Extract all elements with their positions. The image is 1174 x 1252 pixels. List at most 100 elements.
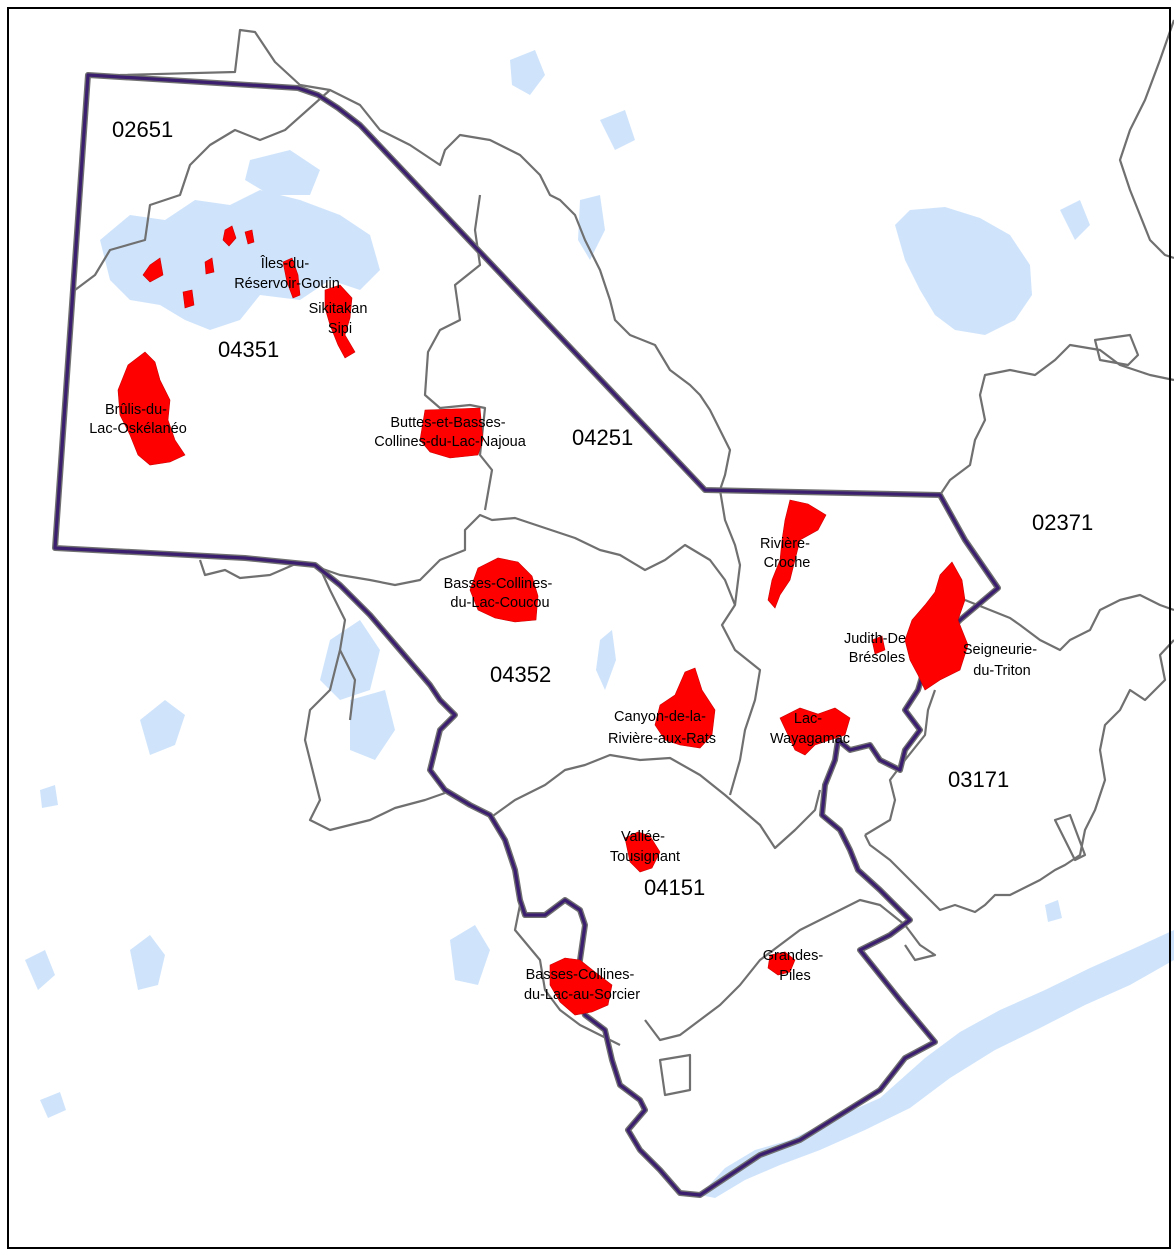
label-judith-line-1: Judith-De: [844, 631, 906, 647]
label-lac-wayagamac: Lac- Wayagamac: [770, 711, 850, 747]
zone-label-04352: 04352: [490, 662, 551, 687]
water-lake-west-3: [350, 690, 395, 760]
water-lake-n-2: [600, 110, 635, 150]
area-iles-reservoir-gouin-2: [222, 225, 237, 247]
label-riviere-croche-line-1: Rivière-: [760, 536, 810, 552]
water-lake-sw-1: [130, 935, 165, 990]
area-iles-reservoir-gouin-5: [182, 289, 195, 309]
label-judith-line-2: Brésoles: [849, 650, 905, 666]
label-grandes-piles: Grandes- Piles: [763, 948, 827, 984]
area-judith-seigneurie: [904, 561, 969, 691]
zone-labels-layer: 02651 04351 04251 04352 04151 02371 0317…: [112, 117, 1093, 900]
zone-label-04151: 04151: [644, 875, 705, 900]
label-canyon-line-2: Rivière-aux-Rats: [608, 731, 716, 747]
zone-label-03171: 03171: [948, 767, 1009, 792]
label-brulis-lac-oskelaneo: Brûlis-du- Lac-Oskélanéo: [89, 402, 187, 437]
label-iles-reservoir-gouin: Îles-du- Réservoir-Gouin: [234, 255, 340, 292]
boundary-unit-04352-west: [198, 559, 446, 832]
label-grandes-piles-line-2: Piles: [779, 968, 810, 984]
label-canyon-riviere-rats: Canyon-de-la- Rivière-aux-Rats: [608, 709, 716, 747]
boundary-unit-04352-east: [718, 489, 742, 606]
label-wayagamac-line-2: Wayagamac: [770, 731, 850, 747]
label-judith-de-bresoles: Judith-De Brésoles: [844, 631, 910, 666]
boundary-unit-east-edge: [1118, 19, 1174, 260]
boundary-unit-02371-03171: [964, 593, 1174, 652]
label-buttes-najoua-line-2: Collines-du-Lac-Najoua: [374, 434, 526, 450]
area-vallee-tousignant: [624, 831, 661, 873]
water-lake-w-small: [40, 785, 58, 808]
boundary-unit-02371-west: [939, 343, 1174, 496]
boundary-unit-04352-north: [319, 513, 762, 796]
label-buttes-najoua-line-1: Buttes-et-Basses-: [390, 415, 505, 431]
label-sorcier-line-2: du-Lac-au-Sorcier: [524, 987, 640, 1003]
label-seigneurie-triton: Seigneurie- du-Triton: [963, 642, 1041, 679]
label-basses-collines-sorcier: Basses-Collines- du-Lac-au-Sorcier: [524, 967, 640, 1003]
area-brulis-lac-oskelaneo: [117, 351, 186, 466]
area-grandes-piles: [767, 951, 796, 976]
label-riviere-croche-line-2: Croche: [764, 555, 811, 571]
water-lake-sw-4: [40, 1092, 66, 1118]
water-lac-kempt: [245, 150, 320, 195]
area-iles-reservoir-gouin-3: [244, 229, 255, 245]
label-basses-collines-coucou: Basses-Collines- du-Lac-Coucou: [444, 576, 557, 611]
label-sikitakan-sipi-line-1: Sikitakan: [309, 301, 368, 317]
boundary-unit-04151-north: [489, 753, 822, 850]
label-sikitakan-sipi: Sikitakan Sipi: [309, 301, 372, 337]
region-boundary-layer: [52, 72, 1001, 1198]
boundary-unit-04151-west: [513, 904, 621, 1046]
area-buttes-basses-collines-najoua: [419, 407, 484, 459]
area-lac-wayagamac: [779, 707, 851, 756]
label-triton-line-1: Seigneurie-: [963, 642, 1037, 658]
label-grandes-piles-line-1: Grandes-: [763, 948, 824, 964]
water-lake-sw-3: [25, 950, 55, 990]
label-triton-line-2: du-Triton: [973, 663, 1030, 679]
water-lake-north-center: [510, 50, 545, 95]
area-iles-reservoir-gouin-1: [282, 257, 301, 299]
label-wayagamac-line-1: Lac-: [794, 711, 822, 727]
area-canyon-riviere-rats: [654, 667, 716, 749]
map-frame: [7, 7, 1171, 1249]
water-lake-ne-small: [1060, 200, 1090, 240]
boundary-unit-east-strip: [1053, 813, 1087, 862]
label-coucou-line-2: du-Lac-Coucou: [450, 595, 549, 611]
label-vallee-tousignant: Vallée- Tousignant: [610, 829, 680, 865]
zone-label-02371: 02371: [1032, 510, 1093, 535]
water-lake-se-small: [1045, 900, 1062, 922]
area-basses-collines-coucou: [469, 557, 539, 623]
boundary-unit-04351-east: [329, 89, 732, 491]
zone-label-04351: 04351: [218, 337, 279, 362]
water-reservoir-gouin: [100, 190, 380, 330]
area-judith-de-bresoles: [871, 635, 886, 655]
boundary-unit-lake-outline: [658, 1053, 692, 1097]
water-river-central: [596, 630, 616, 690]
label-tousignant-line-1: Vallée-: [621, 829, 665, 845]
label-buttes-basses-collines-najoua: Buttes-et-Basses- Collines-du-Lac-Najoua: [374, 415, 526, 450]
water-lake-north-2: [578, 195, 605, 260]
label-sikitakan-sipi-line-2: Sipi: [328, 321, 352, 337]
label-iles-reservoir-gouin-line-1: Îles-du-: [260, 255, 310, 272]
water-lake-west-2: [320, 620, 380, 700]
water-lake-sw-2: [450, 925, 490, 985]
region-boundary-outline: [53, 73, 1000, 1197]
area-iles-reservoir-gouin-6: [204, 257, 215, 275]
area-sikitakan-sipi: [324, 284, 356, 359]
label-riviere-croche: Rivière- Croche: [760, 536, 814, 571]
zone-label-02651: 02651: [112, 117, 173, 142]
water-large-lake-ne: [895, 207, 1032, 335]
label-canyon-line-1: Canyon-de-la-: [614, 709, 706, 725]
label-brulis-lac-oskelaneo-line-2: Lac-Oskélanéo: [89, 421, 187, 437]
area-iles-reservoir-gouin-4: [142, 257, 164, 283]
area-labels-layer: Îles-du- Réservoir-Gouin Sikitakan Sipi …: [89, 255, 1041, 1003]
boundary-unit-small-ne: [1093, 333, 1140, 367]
label-iles-reservoir-gouin-line-2: Réservoir-Gouin: [234, 276, 340, 292]
protected-areas-layer: [117, 225, 969, 1016]
boundary-unit-west-mid: [339, 649, 357, 721]
boundary-unit-04151-south: [644, 898, 937, 1042]
label-sorcier-line-1: Basses-Collines-: [526, 967, 635, 983]
label-tousignant-line-2: Tousignant: [610, 849, 680, 865]
boundary-unit-03171-south: [864, 639, 1174, 914]
zone-label-04251: 04251: [572, 425, 633, 450]
label-brulis-lac-oskelaneo-line-1: Brûlis-du-: [105, 402, 167, 418]
